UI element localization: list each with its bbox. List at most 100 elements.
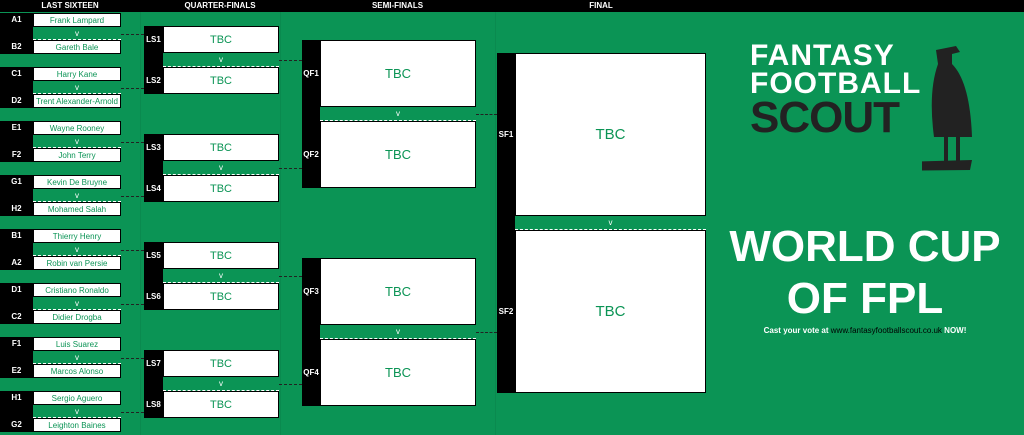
seed-code: E1 bbox=[11, 123, 22, 132]
cta-link[interactable]: www.fantasyfootballscout.co.uk bbox=[830, 326, 942, 335]
seed-code: G2 bbox=[11, 420, 22, 429]
match-label-column bbox=[0, 283, 33, 324]
versus-label: v bbox=[33, 135, 121, 148]
connector-line bbox=[121, 303, 144, 305]
logo-line: FANTASY bbox=[750, 39, 895, 72]
seed-code: SF1 bbox=[498, 130, 514, 139]
seed-code: LS6 bbox=[146, 292, 161, 301]
connector-line bbox=[279, 276, 302, 277]
seed-code: H2 bbox=[11, 204, 22, 213]
match-label-column bbox=[144, 350, 163, 418]
seed-code: B2 bbox=[11, 42, 22, 51]
contestant-box[interactable]: TBC bbox=[163, 283, 279, 310]
contestant-box[interactable]: TBC bbox=[320, 339, 476, 406]
seed-code: LS1 bbox=[146, 35, 161, 44]
divider bbox=[280, 12, 281, 435]
contestant-box[interactable]: Frank Lampard bbox=[33, 13, 121, 27]
contestant-box[interactable]: Didier Drogba bbox=[33, 310, 121, 324]
seed-code: LS7 bbox=[146, 359, 161, 368]
contestant-box[interactable]: Gareth Bale bbox=[33, 40, 121, 54]
versus-label: v bbox=[33, 243, 121, 256]
seed-code: A2 bbox=[11, 258, 22, 267]
seed-code: E2 bbox=[11, 366, 22, 375]
seed-code: C2 bbox=[11, 312, 22, 321]
match-label-column bbox=[0, 175, 33, 216]
contestant-box[interactable]: Wayne Rooney bbox=[33, 121, 121, 135]
versus-label: v bbox=[33, 27, 121, 40]
header-final: FINAL bbox=[589, 1, 613, 10]
scout-figure-icon bbox=[922, 46, 972, 171]
contestant-box[interactable]: TBC bbox=[163, 242, 279, 269]
contestant-box[interactable]: Luis Suarez bbox=[33, 337, 121, 351]
match-label-column bbox=[144, 26, 163, 94]
header-last-sixteen: LAST SIXTEEN bbox=[41, 1, 99, 10]
contestant-box[interactable]: TBC bbox=[163, 175, 279, 202]
contestant-box[interactable]: Marcos Alonso bbox=[33, 364, 121, 378]
contestant-box[interactable]: TBC bbox=[163, 350, 279, 377]
match-label-column bbox=[144, 242, 163, 310]
logo-line: SCOUT bbox=[750, 93, 900, 142]
connector-line bbox=[121, 33, 144, 35]
contestant-box[interactable]: TBC bbox=[320, 121, 476, 188]
seed-code: QF4 bbox=[303, 368, 319, 377]
seed-code: G1 bbox=[11, 177, 22, 186]
contestant-box[interactable]: Leighton Baines bbox=[33, 418, 121, 432]
contestant-box[interactable]: Trent Alexander-Arnold bbox=[33, 94, 121, 108]
versus-label: v bbox=[33, 81, 121, 94]
contestant-box[interactable]: Thierry Henry bbox=[33, 229, 121, 243]
contestant-box[interactable]: Mohamed Salah bbox=[33, 202, 121, 216]
match-label-column bbox=[302, 40, 320, 188]
seed-code: LS2 bbox=[146, 76, 161, 85]
seed-code: B1 bbox=[11, 231, 22, 240]
contestant-box[interactable]: TBC bbox=[163, 67, 279, 94]
connector-line bbox=[279, 384, 302, 385]
connector-line bbox=[476, 114, 497, 115]
contestant-box[interactable]: John Terry bbox=[33, 148, 121, 162]
seed-code: QF3 bbox=[303, 287, 319, 296]
contestant-box[interactable]: Cristiano Ronaldo bbox=[33, 283, 121, 297]
fantasy-football-scout-logo: FANTASY FOOTBALL SCOUT bbox=[750, 39, 980, 171]
versus-label: v bbox=[33, 351, 121, 364]
contestant-box[interactable]: Harry Kane bbox=[33, 67, 121, 81]
match-label-column bbox=[497, 53, 515, 393]
match-label-column bbox=[0, 13, 33, 54]
seed-code: LS4 bbox=[146, 184, 161, 193]
versus-label: v bbox=[515, 216, 706, 230]
connector-line bbox=[279, 168, 302, 169]
connector-line bbox=[121, 411, 144, 413]
contestant-box[interactable]: TBC bbox=[163, 26, 279, 53]
match-label-column bbox=[0, 337, 33, 378]
contestant-box[interactable]: Kevin De Bruyne bbox=[33, 175, 121, 189]
contestant-box[interactable]: TBC bbox=[320, 40, 476, 107]
contestant-box[interactable]: TBC bbox=[515, 53, 706, 216]
versus-label: v bbox=[163, 377, 279, 391]
versus-label: v bbox=[163, 161, 279, 175]
match-label-column bbox=[302, 258, 320, 406]
cta-prefix: Cast your vote at bbox=[763, 326, 831, 335]
connector-line bbox=[121, 87, 144, 89]
title-line-2: OF FPL bbox=[786, 274, 944, 323]
contestant-box[interactable]: Sergio Aguero bbox=[33, 391, 121, 405]
connector-line bbox=[121, 249, 144, 251]
seed-code: F1 bbox=[11, 339, 22, 348]
versus-label: v bbox=[33, 189, 121, 202]
contestant-box[interactable]: TBC bbox=[320, 258, 476, 325]
versus-label: v bbox=[320, 325, 476, 339]
call-to-action: Cast your vote at www.fantasyfootballsco… bbox=[706, 326, 1024, 335]
logo-line: FOOTBALL bbox=[750, 67, 922, 100]
connector-line bbox=[121, 357, 144, 359]
versus-label: v bbox=[320, 107, 476, 121]
connector-line bbox=[279, 60, 302, 61]
seed-code: SF2 bbox=[498, 307, 514, 316]
seed-code: QF1 bbox=[303, 69, 319, 78]
versus-label: v bbox=[163, 53, 279, 67]
header-quarter-finals: QUARTER-FINALS bbox=[184, 1, 256, 10]
contestant-box[interactable]: TBC bbox=[163, 134, 279, 161]
contestant-box[interactable]: TBC bbox=[515, 230, 706, 393]
contestant-box[interactable]: TBC bbox=[163, 391, 279, 418]
connector-line bbox=[121, 141, 144, 143]
contestant-box[interactable]: Robin van Persie bbox=[33, 256, 121, 270]
cta-suffix: NOW! bbox=[941, 326, 967, 335]
seed-code: C1 bbox=[11, 69, 22, 78]
